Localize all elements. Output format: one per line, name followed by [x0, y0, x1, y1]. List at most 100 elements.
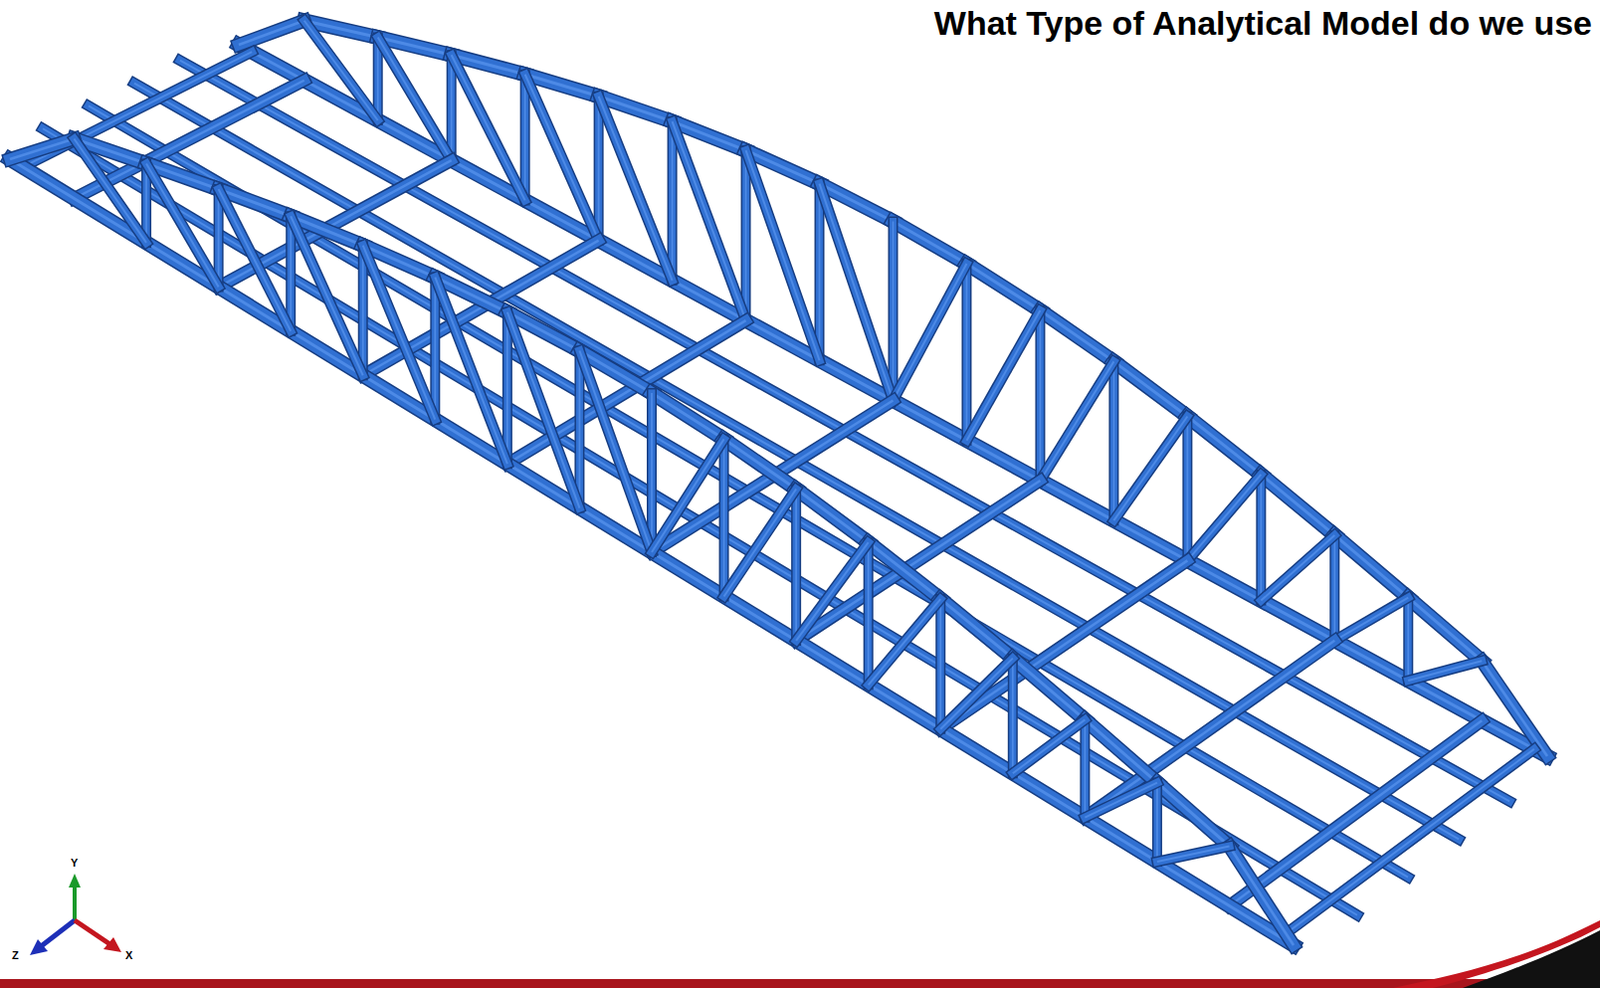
member-body [1039, 361, 1114, 481]
member-body [1184, 416, 1192, 562]
member-highlight [746, 150, 820, 361]
member-body [1481, 660, 1548, 757]
member-body [1187, 416, 1261, 475]
truss-member [74, 139, 148, 243]
member-body [1187, 474, 1261, 561]
member-highlight [1260, 535, 1335, 601]
member-outline [238, 20, 305, 45]
truss-member [507, 312, 581, 509]
member-highlight [1012, 658, 1086, 721]
member-highlight [1260, 474, 1335, 536]
member-body [889, 221, 897, 401]
member-body [599, 96, 673, 281]
member-outline [966, 310, 1040, 441]
truss-member [796, 488, 869, 543]
truss-member [1187, 474, 1261, 561]
member-body [238, 44, 1548, 757]
member-outline [1039, 361, 1114, 481]
member-outline [451, 54, 526, 200]
member-highlight [451, 54, 526, 200]
truss-member [378, 37, 452, 162]
member-body [724, 488, 798, 597]
member-highlight [1157, 783, 1230, 847]
member-highlight [377, 37, 380, 121]
member-body [963, 263, 971, 441]
member-body [1084, 719, 1158, 783]
y-arrowhead [68, 873, 81, 888]
truss-member [1084, 719, 1158, 783]
member-outline [9, 159, 1294, 946]
member-body [1113, 361, 1188, 416]
truss-member [724, 488, 798, 597]
member-highlight [795, 488, 798, 640]
member-outline [1084, 640, 1335, 818]
member-highlight [892, 221, 895, 401]
member-highlight [724, 438, 798, 489]
member-outline [893, 221, 968, 265]
member-highlight [1157, 846, 1230, 863]
truss-member [892, 221, 894, 401]
member-highlight [433, 277, 436, 420]
member-outline [507, 312, 581, 509]
member-highlight [1187, 416, 1261, 475]
truss-member [1156, 783, 1158, 863]
member-outline [1079, 719, 1090, 817]
member-body [42, 128, 1358, 916]
member-outline [672, 121, 747, 321]
member-highlight [819, 184, 894, 401]
member-highlight [1113, 361, 1116, 521]
member-outline [961, 263, 972, 441]
member-highlight [724, 488, 798, 597]
truss-member [506, 312, 508, 464]
member-outline [746, 150, 820, 361]
member-highlight [939, 599, 942, 730]
truss-member [290, 215, 292, 332]
member-body [503, 312, 511, 464]
member-outline [796, 542, 869, 641]
truss-member [966, 263, 968, 441]
member-body [966, 263, 1040, 311]
member-highlight [796, 480, 1040, 641]
member-body [1260, 535, 1335, 601]
member-outline [940, 658, 1013, 730]
member-highlight [1229, 846, 1295, 947]
truss-member [966, 263, 1040, 311]
member-highlight [867, 542, 870, 685]
truss-member [304, 20, 379, 121]
truss-member [746, 150, 820, 361]
truss-member [796, 480, 1040, 641]
truss-member [1113, 416, 1188, 522]
member-body [940, 658, 1013, 730]
member-outline [1113, 361, 1188, 416]
member-highlight [9, 139, 75, 161]
member-highlight [1039, 361, 1114, 481]
member-highlight [1039, 310, 1114, 362]
truss-member [651, 438, 725, 553]
member-highlight [1156, 783, 1159, 863]
member-outline [1012, 658, 1086, 721]
member-body [1084, 640, 1335, 818]
slide-title: What Type of Analytical Model do we use [934, 3, 1593, 43]
member-body [1157, 783, 1230, 847]
member-body [180, 60, 1510, 802]
member-outline [1152, 783, 1163, 863]
member-highlight [1187, 416, 1190, 562]
member-outline [1407, 660, 1482, 681]
member-body [1404, 598, 1412, 681]
member-body [579, 350, 652, 553]
truss-member [9, 159, 1294, 946]
member-outline [940, 599, 1013, 659]
footer-wedge [1462, 930, 1600, 988]
truss-member [940, 658, 1013, 730]
member-outline [966, 263, 1040, 311]
member-highlight [1084, 719, 1158, 783]
member-outline [651, 393, 725, 439]
member-body [1331, 535, 1339, 641]
member-outline [1260, 535, 1335, 601]
member-body [648, 393, 656, 553]
member-body [746, 150, 820, 361]
member-highlight [1113, 361, 1188, 416]
member-body [1081, 719, 1089, 817]
member-body [651, 393, 725, 439]
member-outline [724, 438, 798, 489]
